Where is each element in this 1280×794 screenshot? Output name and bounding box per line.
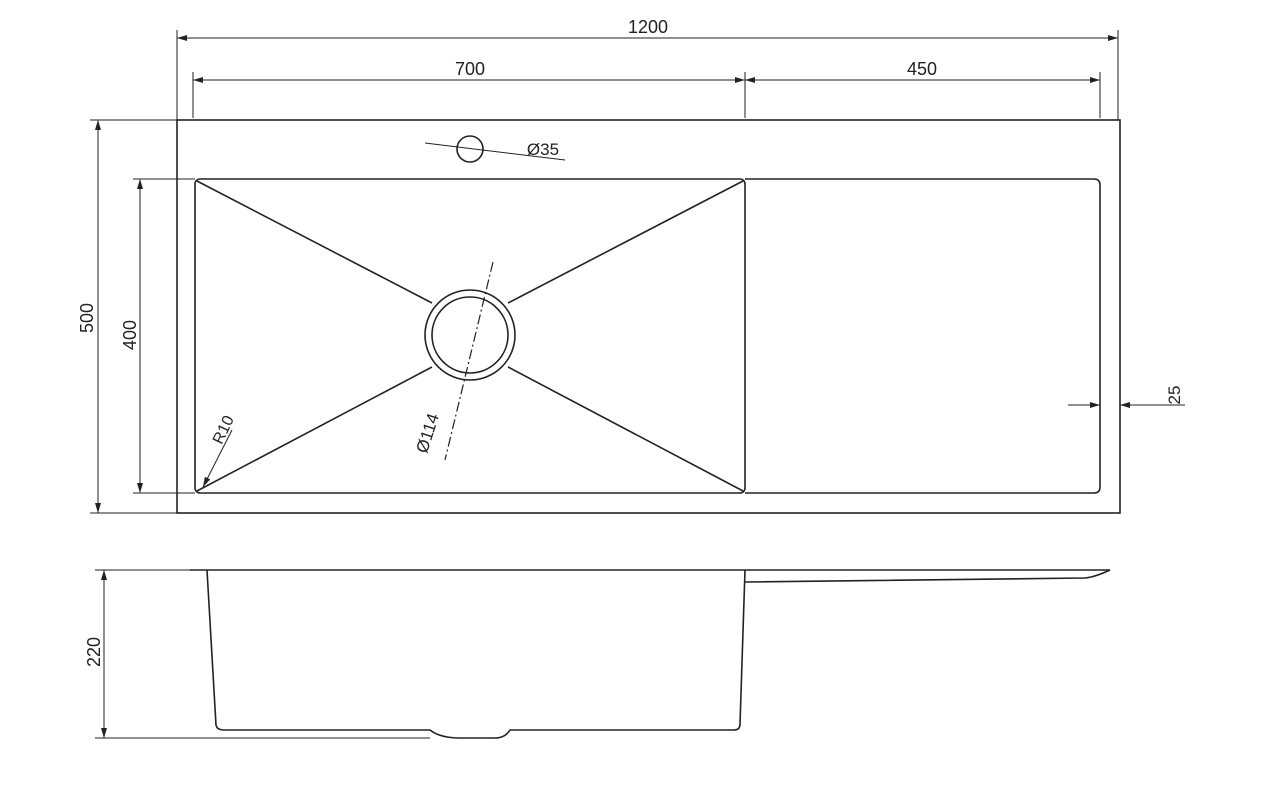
dimension-label-500: 500 <box>77 303 97 333</box>
dimension-label-drain: Ø114 <box>413 411 444 455</box>
dimension-label-25: 25 <box>1165 386 1184 405</box>
drainboard-outline <box>745 178 1101 494</box>
tap-hole: Ø35 <box>424 135 566 163</box>
sink-outline <box>176 119 1121 514</box>
dimension-overall-depth: 500 <box>77 119 177 514</box>
edge-offset-callout: 25 <box>1068 383 1185 410</box>
dimension-label-450: 450 <box>907 59 937 79</box>
dimension-bowl-width: 700 <box>192 59 746 118</box>
dimension-label-700: 700 <box>455 59 485 79</box>
dimension-drainboard-width: 450 <box>745 59 1101 118</box>
dimension-label-220: 220 <box>84 637 104 667</box>
dimension-label-radius: R10 <box>210 413 238 447</box>
side-view: 220 <box>84 569 1111 739</box>
dimension-label-1200: 1200 <box>628 17 668 37</box>
bowl-outline <box>194 178 746 494</box>
plan-view: Ø114 Ø35 R10 25 <box>176 119 1185 514</box>
dimension-bowl-depth: 400 <box>120 178 195 494</box>
dimension-bowl-height: 220 <box>84 569 430 739</box>
bowl-slope-lines <box>196 180 744 492</box>
corner-radius-callout: R10 <box>202 413 238 488</box>
dimension-label-400: 400 <box>120 320 140 350</box>
dimension-overall-width: 1200 <box>176 17 1119 120</box>
dimension-label-tap-hole: Ø35 <box>527 140 559 159</box>
drain-hole: Ø114 <box>413 261 516 461</box>
